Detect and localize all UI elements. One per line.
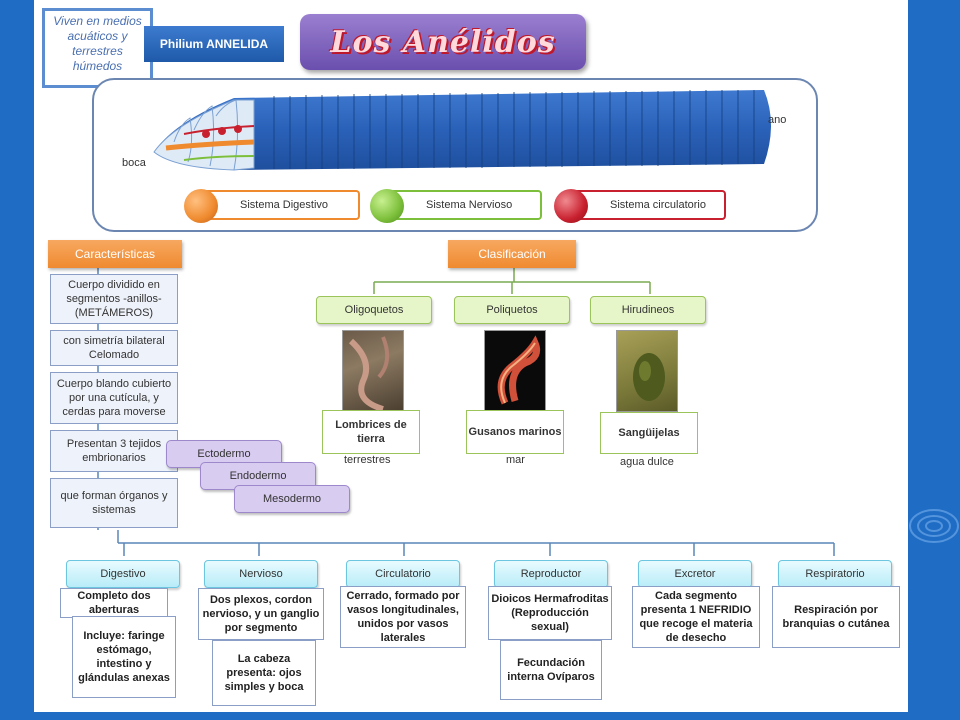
page-title: Los Anélidos: [300, 14, 586, 70]
system-detail: Respiración por branquias o cutánea: [772, 586, 900, 648]
system-detail: Dioicos Hermafroditas (Reproducción sexu…: [488, 586, 612, 640]
characteristic-item: que forman órganos y sistemas: [50, 478, 178, 528]
legend-circulatory: Sistema circulatorio: [554, 189, 726, 223]
class-hirudinea: Hirudineos: [590, 296, 706, 324]
system-digestive: Digestivo: [66, 560, 180, 588]
system-circulatory: Circulatorio: [346, 560, 460, 588]
mouth-label: boca: [122, 157, 146, 169]
example-earthworms: Lombrices de tierra: [322, 410, 420, 454]
characteristic-item: Presentan 3 tejidos embrionarios: [50, 430, 178, 472]
characteristic-item: Cuerpo dividido en segmentos -anillos- (…: [50, 274, 178, 324]
example-leeches: Sangüijelas: [600, 412, 698, 454]
system-detail: Dos plexos, cordon nervioso, y un gangli…: [198, 588, 324, 640]
habitat-label: mar: [506, 454, 525, 466]
system-reproductive: Reproductor: [494, 560, 608, 588]
legend-label: Sistema circulatorio: [610, 199, 706, 211]
system-respiratory: Respiratorio: [778, 560, 892, 588]
legend-nervous: Sistema Nervioso: [370, 189, 542, 223]
system-detail: Cerrado, formado por vasos longitudinale…: [340, 586, 466, 648]
system-detail: La cabeza presenta: ojos simples y boca: [212, 640, 316, 706]
characteristic-item: con simetría bilateral Celomado: [50, 330, 178, 366]
leech-photo: [616, 330, 678, 412]
anus-label: ano: [768, 114, 787, 126]
class-oligochaeta: Oligoquetos: [316, 296, 432, 324]
legend-label: Sistema Digestivo: [240, 199, 329, 211]
habitat-note: Viven en medios acuáticos y terrestres h…: [42, 8, 153, 88]
red-ball-icon: [554, 189, 588, 223]
green-ball-icon: [370, 189, 404, 223]
legend-digestive: Sistema Digestivo: [184, 189, 360, 223]
earthworm-photo: [342, 330, 404, 412]
system-detail: Incluye: faringe estómago, intestino y g…: [72, 616, 176, 698]
ripple-decoration-icon: [909, 509, 959, 543]
marine-worm-photo: [484, 330, 546, 412]
class-polychaeta: Poliquetos: [454, 296, 570, 324]
orange-ball-icon: [184, 189, 218, 223]
system-detail: Completo dos aberturas: [60, 588, 168, 618]
characteristics-header: Características: [48, 240, 182, 268]
classification-header: Clasificación: [448, 240, 576, 268]
system-excretory: Excretor: [638, 560, 752, 588]
worm-illustration: [153, 90, 771, 171]
tissue-mesoderm: Mesodermo: [234, 485, 350, 513]
characteristic-item: Cuerpo blando cubierto por una cutícula,…: [50, 372, 178, 424]
system-detail: Fecundación interna Ovíparos: [500, 640, 602, 700]
system-nervous: Nervioso: [204, 560, 318, 588]
habitat-label: agua dulce: [620, 456, 674, 468]
example-marine-worms: Gusanos marinos: [466, 410, 564, 454]
habitat-label: terrestres: [344, 454, 391, 466]
slide-canvas: Viven en medios acuáticos y terrestres h…: [34, 0, 908, 712]
legend-label: Sistema Nervioso: [426, 199, 513, 211]
system-detail: Cada segmento presenta 1 NEFRIDIO que re…: [632, 586, 760, 648]
phylum-label: Philium ANNELIDA: [144, 26, 284, 62]
